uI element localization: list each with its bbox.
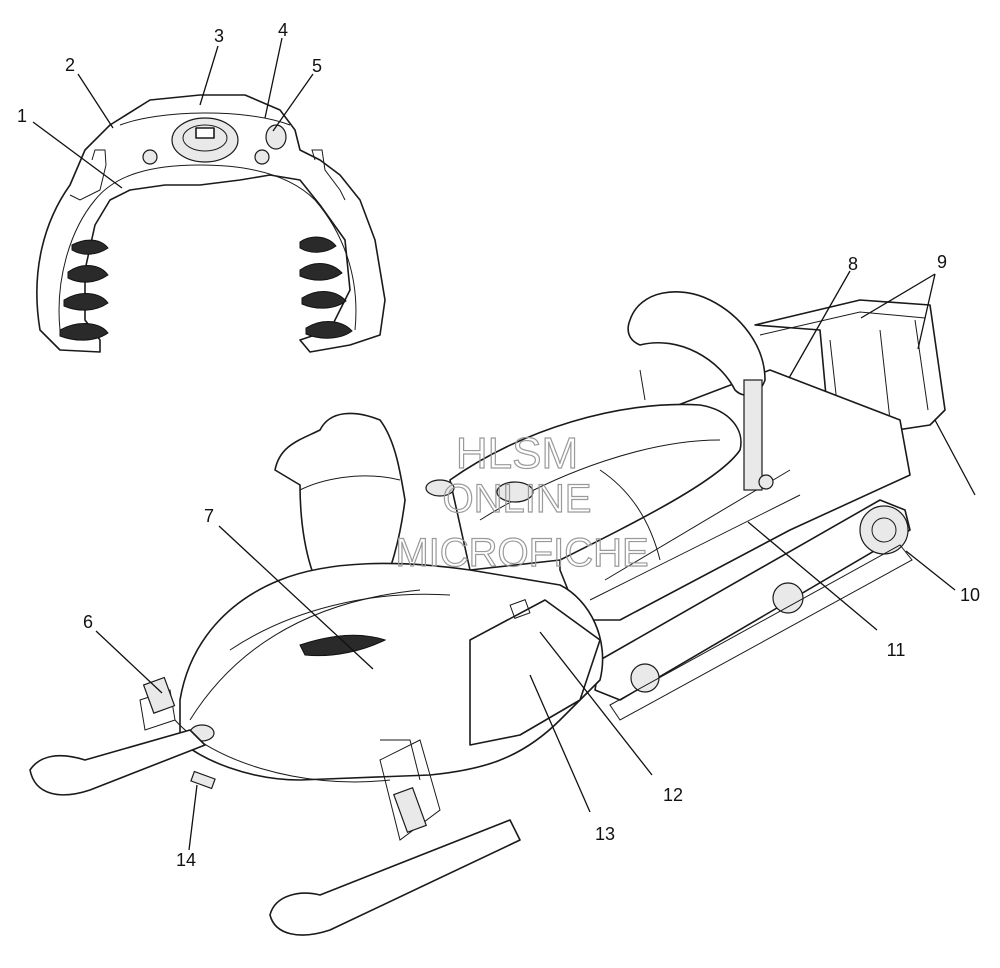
leader-lines [32,37,976,851]
callout-7: 7 [204,506,214,526]
callout-4: 4 [278,20,288,40]
callout-13: 13 [595,824,615,844]
leader-4 [264,37,283,119]
leader-1 [32,121,123,189]
callout-8: 8 [848,254,858,274]
watermark: HLSM ONLINE MICROFICHE [395,428,650,575]
callout-9: 9 [937,252,947,272]
leader-9b [917,273,936,350]
watermark-line-2: ONLINE [443,477,592,521]
callout-3: 3 [214,26,224,46]
leader-12 [539,631,653,776]
callout-2: 2 [65,55,75,75]
callout-5: 5 [312,56,322,76]
dash-panel-illustration [36,94,386,353]
callout-10: 10 [960,585,980,605]
callout-12: 12 [663,785,683,805]
leader-11 [747,521,878,631]
callout-1: 1 [17,106,27,126]
leader-10 [905,550,956,591]
leader-14 [188,784,198,851]
leader-6 [95,630,163,694]
leader-3 [199,45,219,106]
watermark-line-1: HLSM [456,429,578,478]
callout-11: 11 [887,640,906,660]
leader-8 [788,270,851,379]
leader-5 [272,73,314,132]
leader-9c [934,419,976,496]
callout-14: 14 [176,850,196,870]
watermark-line-3: MICROFICHE [395,531,648,575]
leader-2 [77,73,114,129]
callout-6: 6 [83,612,93,632]
callout-numbers: 1 2 3 4 5 6 7 8 9 10 11 12 13 14 [17,20,980,870]
leader-13 [529,674,591,813]
leader-9a [860,273,936,319]
snowmobile-illustration [29,291,946,936]
leader-7 [218,525,374,670]
